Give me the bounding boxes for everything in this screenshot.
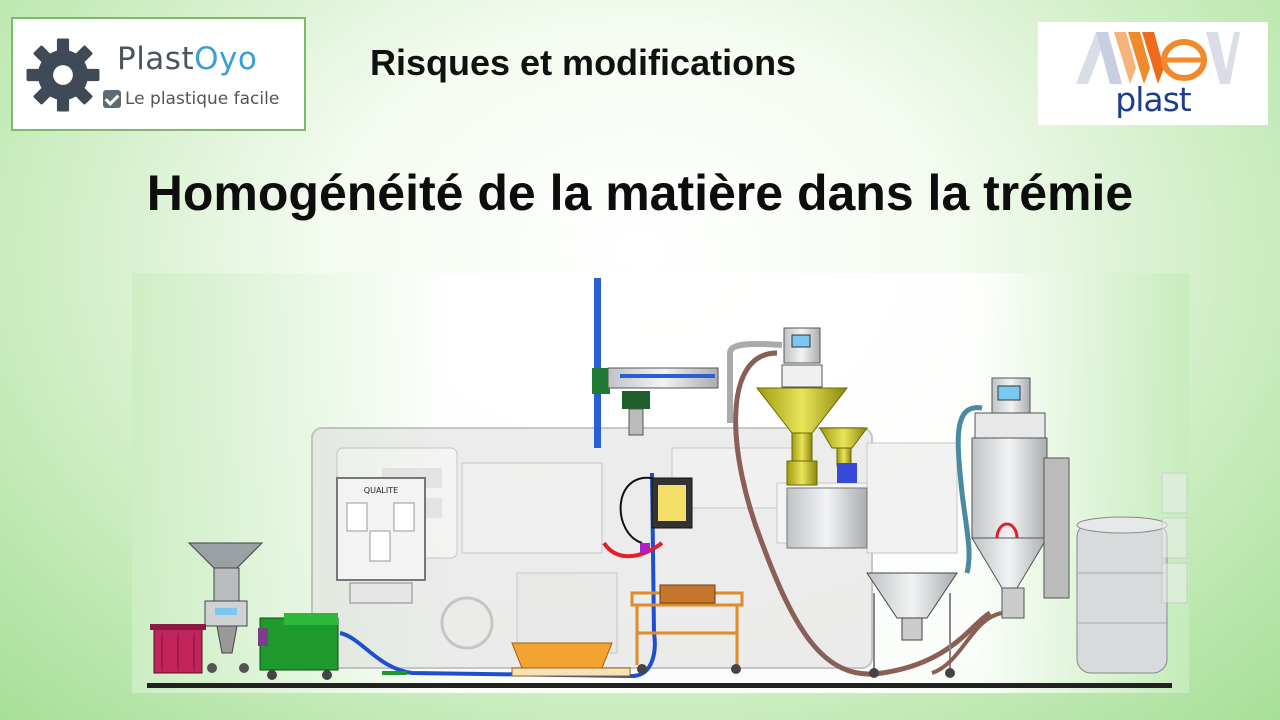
red-bin (150, 624, 206, 673)
awep-subtitle: plast (1038, 80, 1268, 119)
hopper-throat (787, 488, 867, 548)
header-title: Risques et modifications (370, 42, 796, 84)
floor (147, 683, 1172, 688)
brand-tagline: Le plastique facile (103, 89, 279, 109)
brand-name: PlastOyo (117, 41, 257, 77)
drum (1077, 517, 1167, 673)
awep-plast-logo: plast (1038, 22, 1268, 125)
gear-icon (25, 37, 101, 113)
awep-logo-mark (1066, 26, 1241, 88)
green-granulator (258, 613, 338, 680)
material-bags (1162, 473, 1187, 603)
cabinet-label: QUALITE (364, 486, 398, 495)
heater-block (660, 585, 715, 603)
checkbox-icon (103, 90, 121, 108)
injection-line-diagram: QUALITE (132, 273, 1189, 693)
plastoyo-logo: PlastOyo Le plastique facile (11, 17, 306, 131)
main-title: Homogénéité de la matière dans la trémie (0, 164, 1280, 222)
quality-cabinet: QUALITE (337, 478, 425, 603)
